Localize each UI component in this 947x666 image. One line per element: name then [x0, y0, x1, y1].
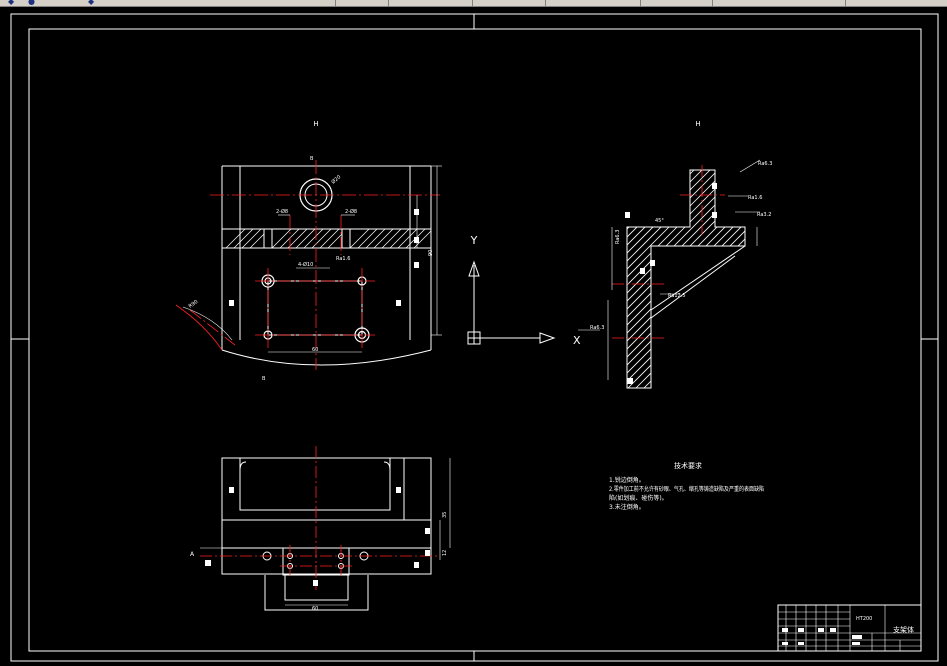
bottom-view: A 60 35 12: [190, 446, 451, 612]
centering-marks: [11, 14, 938, 661]
technical-requirements: 技术要求 1.锐边倒角。 2.零件加工前不允许有砂眼、气孔、缩孔等铸造缺陷及严重…: [609, 461, 764, 511]
roughness-side-2: Ra1.6: [748, 195, 762, 201]
title-block-material: HT200: [856, 616, 872, 622]
front-view: H: [175, 120, 442, 382]
side-view-label: H: [695, 120, 700, 128]
side-center-lines: [612, 165, 725, 339]
cad-drawing-canvas[interactable]: H: [0, 6, 947, 666]
title-block-fills: [782, 628, 862, 645]
title-block: HT200 支架体: [777, 604, 922, 652]
tech-req-line-2: 2.零件加工前不允许有砂眼、气孔、缩孔等铸造缺陷及严重的表面缺陷: [609, 485, 764, 493]
dim-arc-radius: R90: [188, 299, 200, 310]
toolbar-separator: [335, 0, 336, 6]
dim-overall-height: 90: [428, 250, 434, 256]
tech-req-title: 技术要求: [674, 461, 702, 470]
front-dimensions: [182, 165, 442, 353]
bottom-tick-blocks: [205, 487, 430, 586]
toolbar-separator: [545, 0, 546, 6]
tech-req-line-3: 陷(如划痕、碰伤等)。: [609, 494, 668, 502]
bottom-section-mark: A: [190, 551, 195, 558]
bottom-dimensions: [200, 458, 451, 606]
roughness-side-5: Ra12.5: [668, 293, 686, 299]
bottom-dim-h2: 12: [442, 550, 448, 556]
axis-x-label: X: [573, 334, 581, 347]
dim-bottom-width: 60: [312, 347, 318, 353]
section-mark-bottom: B: [262, 376, 266, 382]
roughness-side-3: Ra3.2: [757, 212, 771, 218]
toolbar-separator: [845, 0, 846, 6]
dim-slot-left: 2-Ø8: [276, 208, 288, 215]
sheet-border-inner: [28, 28, 922, 652]
bottom-dim-h1: 35: [442, 512, 448, 518]
side-tick-blocks: [625, 183, 717, 384]
axis-y-label: Y: [470, 234, 478, 247]
roughness-side-1: Ra6.3: [758, 161, 772, 167]
tech-req-line-1: 1.锐边倒角。: [609, 476, 645, 484]
ucs-axes: Y X: [467, 234, 581, 347]
dim-hole-pattern: 4-Ø10: [298, 261, 313, 268]
toolbar-separator: [472, 0, 473, 6]
tech-req-line-4: 3.未注倒角。: [609, 503, 645, 511]
roughness-side-6: Ra6.3: [590, 325, 604, 331]
side-view: H: [578, 120, 772, 389]
center-lines: [189, 160, 440, 370]
dim-slot-right: 2-Ø8: [345, 208, 357, 215]
toolbar-separator: [388, 0, 389, 6]
toolbar-icon-b[interactable]: ●: [28, 0, 35, 6]
dimension-tick-blocks: [229, 209, 419, 306]
section-mark-top: B: [310, 156, 314, 162]
front-view-label: H: [313, 120, 318, 128]
bottom-center-lines: [200, 446, 440, 590]
side-angle: 45°: [655, 218, 664, 224]
bottom-dim-width: 60: [312, 606, 318, 612]
roughness-side-4: Ra6.3: [615, 230, 621, 244]
side-dimensions: [578, 159, 761, 380]
dim-diameter-top: Ø20: [330, 174, 342, 186]
toolbar-icon-c[interactable]: ◆: [88, 0, 95, 6]
roughness-front: Ra1.6: [336, 256, 350, 262]
toolbar-icon-a[interactable]: ◆: [8, 0, 15, 6]
application-toolbar: ◆ ● ◆: [0, 0, 947, 7]
title-block-part-name: 支架体: [893, 625, 914, 634]
toolbar-separator: [640, 0, 641, 6]
toolbar-separator: [712, 0, 713, 6]
title-block-grid: [778, 605, 921, 651]
hatch-band: [225, 228, 432, 249]
